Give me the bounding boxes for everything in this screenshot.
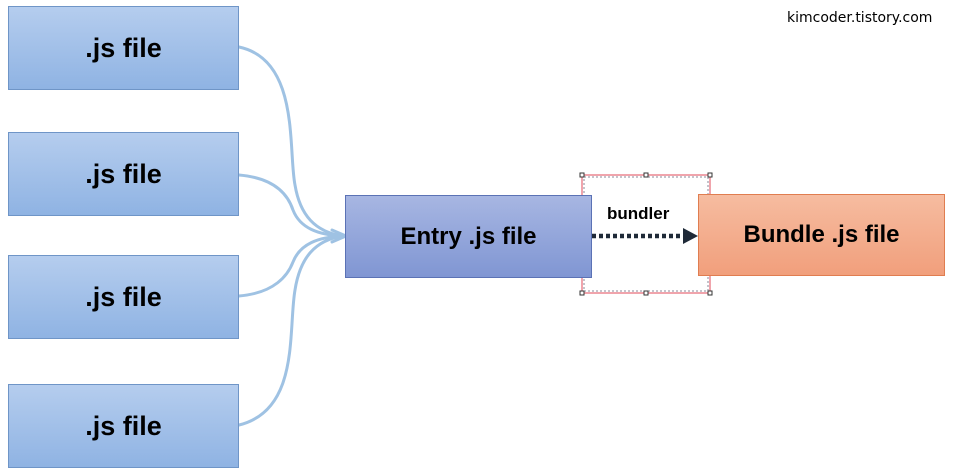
source-js-file-box: .js file [8,255,239,339]
source-js-file-label: .js file [85,32,162,63]
source-js-file-label: .js file [85,410,162,441]
connector-src-1 [237,173,345,238]
bundle-js-file-label: Bundle .js file [743,221,900,248]
entry-js-file-box: Entry .js file [345,195,592,278]
entry-js-file-label: Entry .js file [400,222,537,250]
connector-src-3 [237,234,345,427]
source-js-file-box: .js file [8,384,239,468]
connector-src-0 [237,45,345,238]
source-js-file-label: .js file [85,281,162,312]
bundler-label[interactable]: bundler [607,204,670,223]
bundler-arrowhead [683,228,698,244]
source-js-file-box: .js file [8,6,239,90]
connector-src-2 [237,234,345,298]
source-js-file-label: .js file [85,158,162,189]
source-js-file-box: .js file [8,132,239,216]
bundle-js-file-box: Bundle .js file [698,194,945,276]
watermark-text: kimcoder.tistory.com [787,10,933,26]
